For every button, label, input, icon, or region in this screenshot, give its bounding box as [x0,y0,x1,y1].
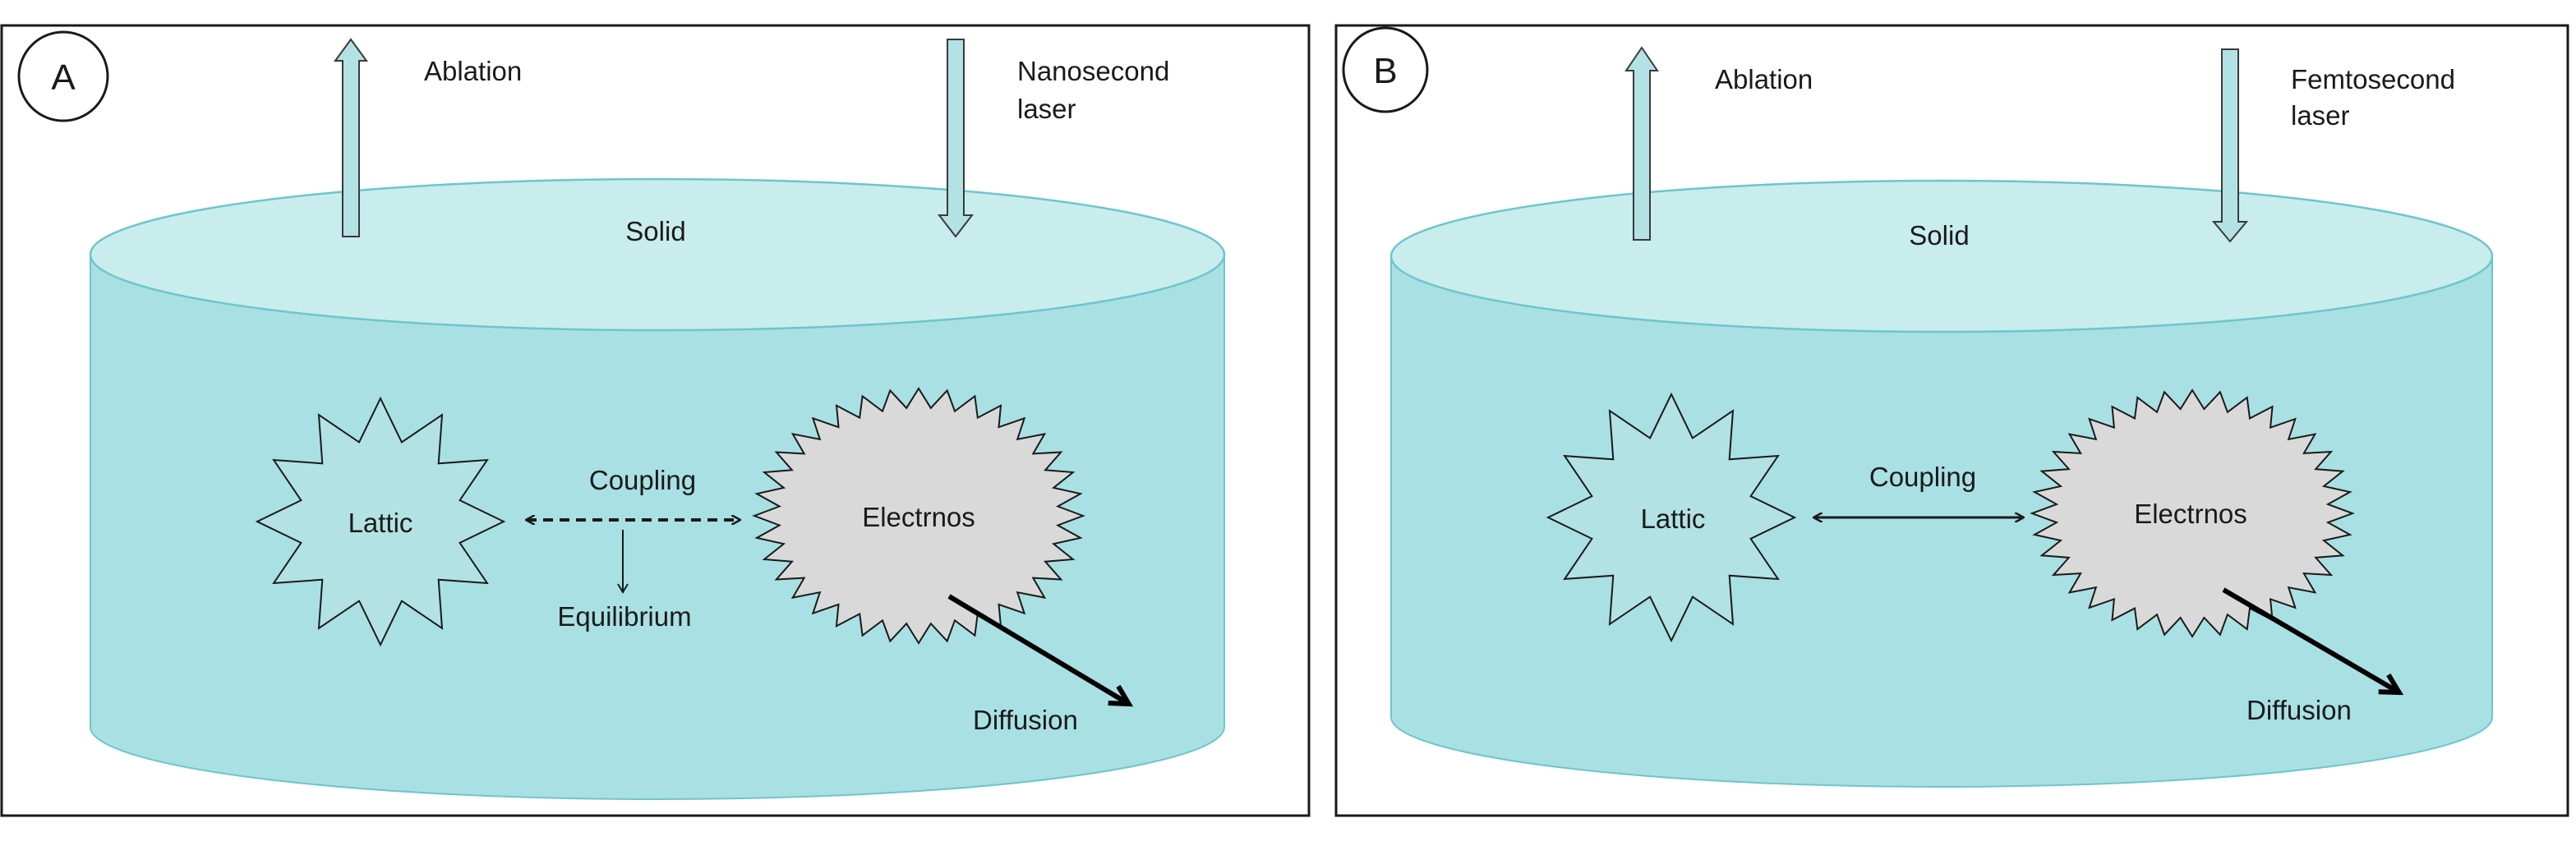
panel-b-letter: B [1373,51,1397,91]
panel-b-electrons-burst [2030,389,2355,638]
panel-b-ablation-arrow [1624,46,1659,241]
panel-a-equilibrium-label: Equilibrium [557,601,691,632]
panel-b-laser-label-line1: Femtosecond [2291,64,2455,94]
panel-b-laser-label-line2: laser [2291,100,2350,131]
panel-a-letter-circle [17,30,109,122]
panel-b-diffusion-label: Diffusion [2247,695,2352,725]
panel-a-solid-label: Solid [625,216,685,246]
panel-a-coupling-label: Coupling [589,465,696,495]
panel-b-letter-circle [1342,26,1429,113]
panel-a-laser-label-line2: laser [1017,94,1076,124]
panel-a-lattice-label: Lattic [348,508,413,538]
panel-a-cylinder-top [89,177,1226,332]
panel-b-cylinder-top [1389,179,2494,333]
panel-a-laser-label-line1: Nanosecond [1017,56,1169,86]
panel-a: A Ablation Nanosecond laser Solid Lattic… [0,24,1311,817]
panel-a-lattice-star [255,396,506,647]
panel-b-laser-arrow [2211,48,2249,243]
panel-b-lattice-star [1546,392,1797,643]
panel-b-lattice-label: Lattic [1641,503,1706,534]
panel-a-diffusion-arrow [947,594,1127,703]
panel-a-laser-arrow [937,39,975,238]
panel-a-electrons-burst [752,387,1085,645]
panel-a-ablation-arrow [334,38,368,237]
panel-a-letter: A [51,57,76,98]
panel-a-electrons-label: Electrnos [862,502,975,532]
panel-b-solid-label: Solid [1909,220,1969,251]
panel-b-coupling-label: Coupling [1869,462,1976,492]
panel-a-ablation-label: Ablation [424,56,522,86]
panel-a-diffusion-label: Diffusion [973,705,1078,735]
panel-b-frame [1334,24,2569,817]
panel-a-cylinder-body [90,254,1225,800]
panel-a-frame [0,24,1311,817]
panel-b: B Ablation Femtosecond laser Solid Latti… [1334,24,2569,817]
panel-b-ablation-label: Ablation [1715,64,1813,94]
panel-b-electrons-label: Electrnos [2134,499,2247,529]
panel-b-diffusion-arrow [2222,587,2398,692]
